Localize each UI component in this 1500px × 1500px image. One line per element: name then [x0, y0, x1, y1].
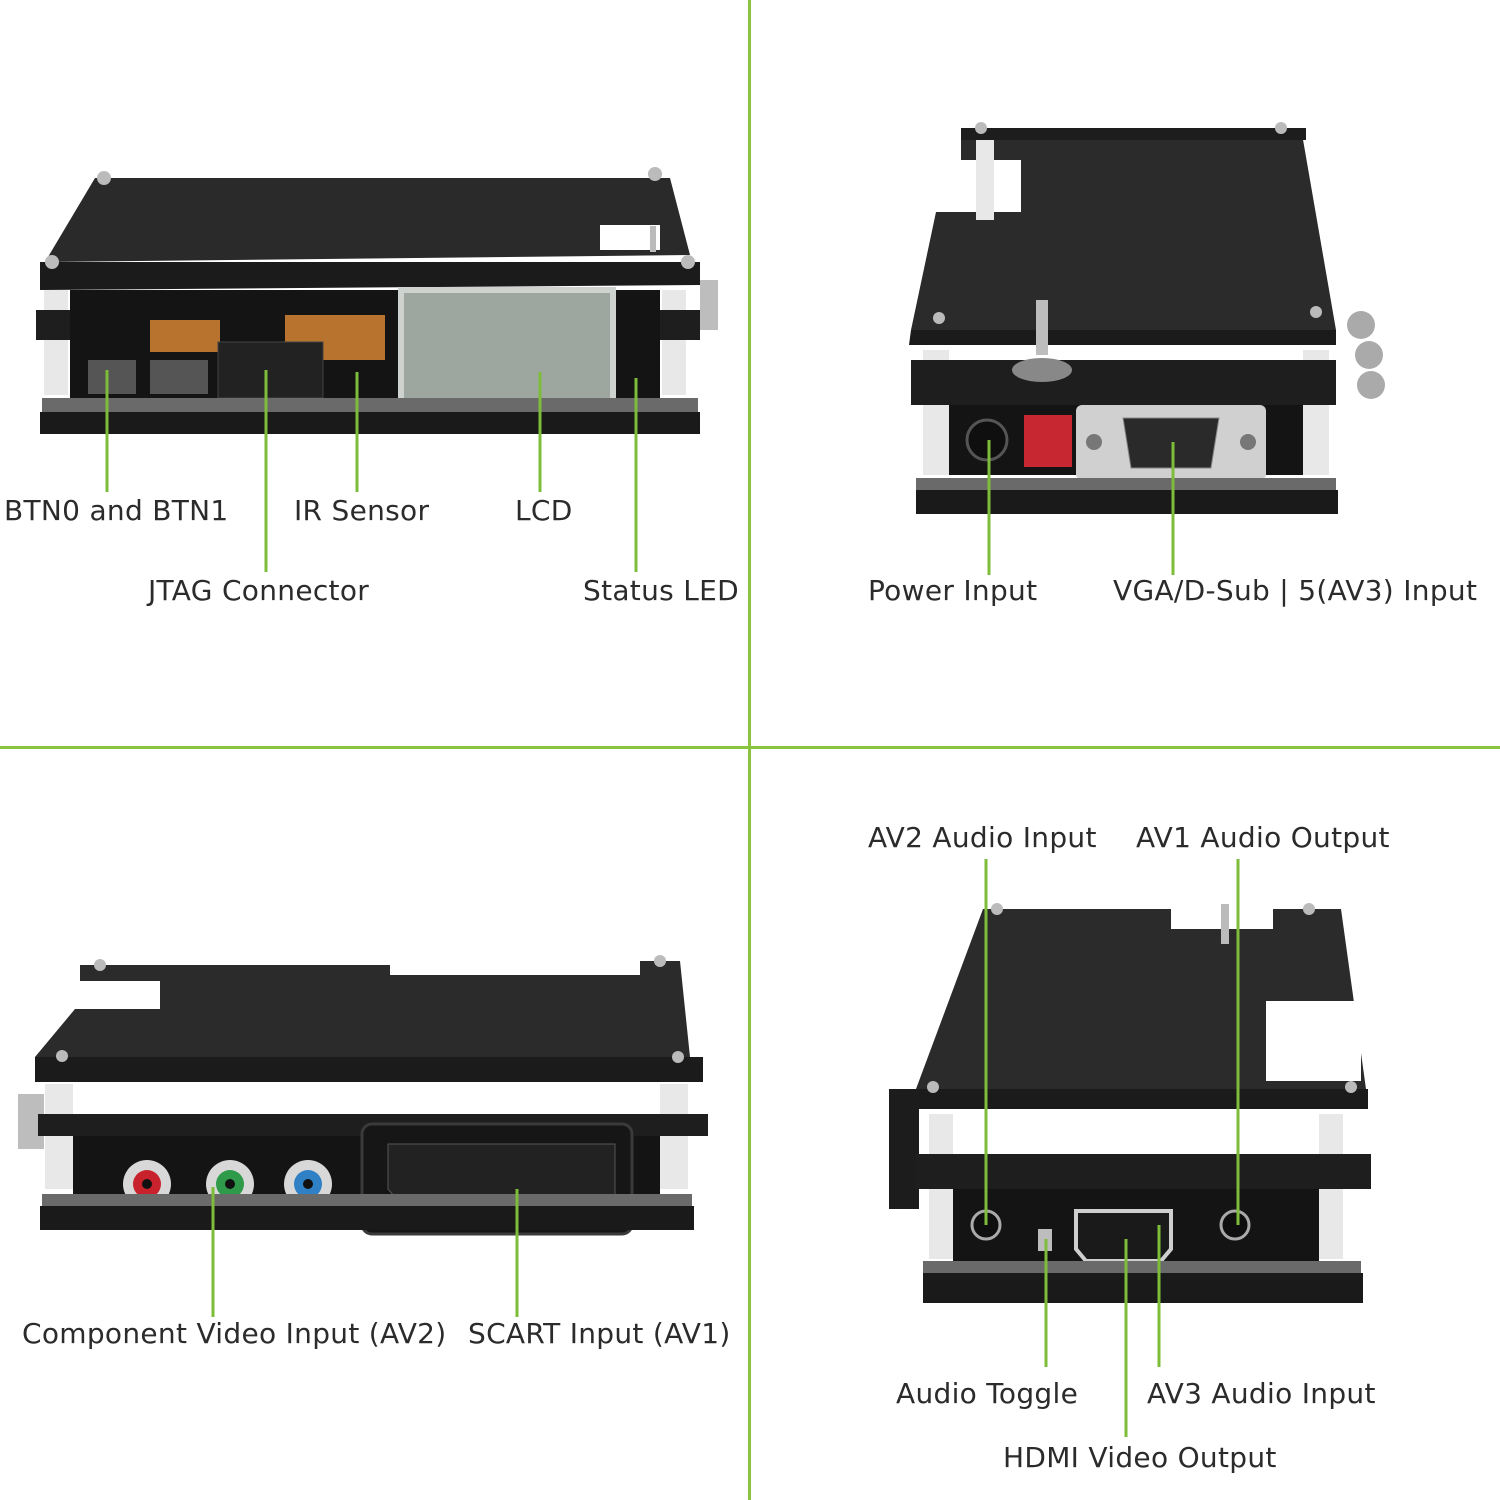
panel-side-power-vga-view: Power Input VGA/D-Sub | 5(AV3) Input [751, 0, 1499, 746]
label-power-input: Power Input [868, 574, 1038, 607]
panel-front-lcd-view: BTN0 and BTN1 JTAG Connector IR Sensor L… [0, 0, 748, 746]
horizontal-divider [0, 746, 1500, 749]
device-side-hdmi-audio-image [889, 859, 1371, 1437]
label-vga-dsub-input: VGA/D-Sub | 5(AV3) Input [1113, 574, 1478, 607]
device-front-lcd-image [36, 167, 718, 572]
label-audio-toggle: Audio Toggle [896, 1377, 1079, 1410]
panel-rear-component-scart-view: Component Video Input (AV2) SCART Input … [0, 749, 748, 1495]
vertical-divider [748, 0, 751, 1500]
label-av2-audio-input: AV2 Audio Input [868, 821, 1097, 854]
label-lcd: LCD [515, 494, 573, 527]
label-jtag-connector: JTAG Connector [148, 574, 370, 607]
device-rear-component-scart-image [18, 955, 708, 1317]
label-av1-audio-output: AV1 Audio Output [1136, 821, 1390, 854]
device-side-power-vga-image [909, 122, 1385, 575]
label-status-led: Status LED [583, 574, 739, 607]
label-av3-audio-input: AV3 Audio Input [1147, 1377, 1376, 1410]
label-scart-input: SCART Input (AV1) [468, 1317, 731, 1350]
label-ir-sensor: IR Sensor [294, 494, 430, 527]
panel-side-hdmi-audio-view: AV2 Audio Input AV1 Audio Output Audio T… [751, 749, 1499, 1495]
label-btn0-btn1: BTN0 and BTN1 [4, 494, 229, 527]
label-hdmi-video-output: HDMI Video Output [1003, 1441, 1277, 1474]
label-component-video-input: Component Video Input (AV2) [22, 1317, 447, 1350]
